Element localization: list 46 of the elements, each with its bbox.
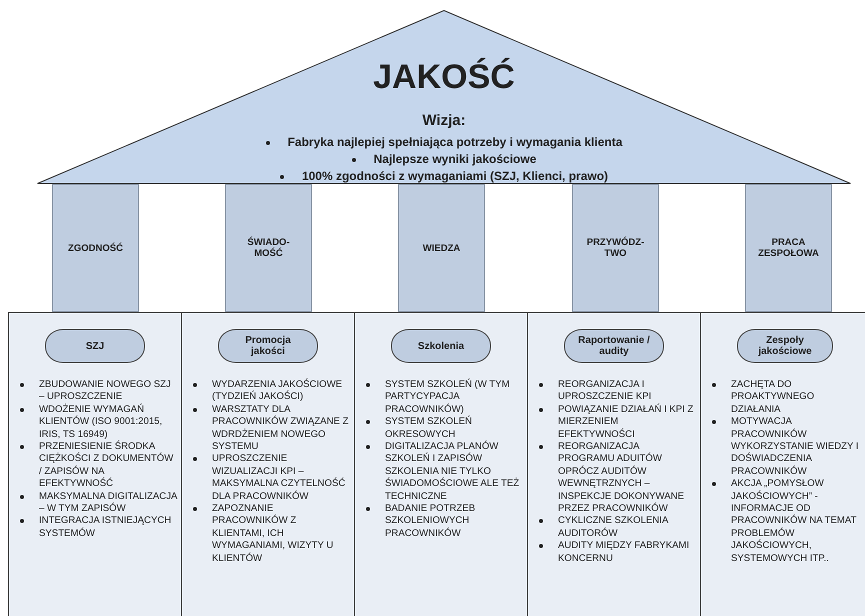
bullet-item: WDOŻENIE WYMAGAŃ KLIENTÓW (ISO 9001:2015, IRIS, TS 16949) (39, 404, 162, 440)
bullet-item: REORGANIZACJA PROGRAMU ADUITÓW OPRÓCZ AUDITÓW WEWNĘTRZNYCH – INSPEKCJE DOKONYWANE PRZEZ PRACOWNIKÓW (558, 441, 684, 514)
bullet-item: Najlepsze wyniki jakościowe (374, 152, 536, 166)
pillar-label: PRZYWÓDZ- TWO (586, 237, 646, 259)
bullet-item: MOTYWACJA PRACOWNIKÓW WYKORZYSTANIE WIEDZY I DOŚWIADCZENIA PRACOWNIKÓW (731, 416, 859, 477)
bullet-item: UPROSZCZENIE WIZUALIZACJI KPI – MAKSYMALNA CZYTELNOŚĆ DLA PRACOWNIKÓW (212, 453, 346, 502)
pillar-label: PRACA ZESPOŁOWA (757, 237, 820, 259)
base-panel (527, 312, 701, 616)
category-pill: Raportowanie / audity (564, 329, 664, 363)
bullet-item: AUDITY MIĘDZY FABRYKAMI KONCERNU (558, 540, 690, 564)
bullet-item: CYKLICZNE SZKOLENIA AUDITORÓW (558, 515, 668, 539)
pillar-label: ŚWIADO- MOŚĆ (246, 237, 291, 259)
bullet-item: DIGITALIZACJA PLANÓW SZKOLEŃ I ZAPISÓW SZKOLENIA NIE TYLKO ŚWIADOMOŚCIOWE ALE TEŻ TECHNICZNE (385, 441, 520, 502)
bullet-item: SYSTEM SZKOLEŃ OKRESOWYCH (385, 416, 472, 440)
bullet-item: INTEGRACJA ISTNIEJĄCYCH SYSTEMÓW (39, 515, 172, 539)
pillar (572, 184, 659, 312)
title-text: JAKOŚĆ (372, 58, 516, 97)
pillar (225, 184, 312, 312)
category-pill: Szkolenia (391, 329, 491, 363)
category-pill: Promocja jakości (218, 329, 318, 363)
bullet-item: WYDARZENIA JAKOŚCIOWE (TYDZIEŃ JAKOŚCI) (212, 379, 342, 402)
pillar-label: WIEDZA (422, 242, 462, 254)
pillar-label: ZGODNOŚĆ (67, 242, 124, 254)
bullet-item: ZBUDOWANIE NOWEGO SZJ – UPROSZCZENIE (39, 379, 171, 402)
bullet-item: REORGANIZACJA I UPROSZCZENIE KPI (558, 379, 652, 402)
bullet-item: PRZENIESIENIE ŚRODKA CIĘŻKOŚCI Z DOKUMENTÓW / ZAPISÓW NA EFEKTYWNOŚĆ (39, 441, 174, 490)
bullet-item: ZAPOZNANIE PRACOWNIKÓW Z KLIENTAMI, ICH WYMAGANIAMI, WIZYTY U KLIENTÓW (212, 503, 334, 564)
bullet-item: WARSZTATY DLA PRACOWNIKÓW ZWIĄZANE Z WDRDŻENIEM NOWEGO SYSTEMU (212, 404, 348, 452)
bullet-item: Fabryka najlepiej spełniająca potrzeby i wymagania klienta (288, 135, 622, 149)
base-panel (8, 312, 182, 616)
base-panel (700, 312, 865, 616)
bullet-item: POWIĄZANIE DZIAŁAŃ I KPI Z MIERZENIEM EFEKTYWNOŚCI (558, 404, 694, 440)
pillar (398, 184, 485, 312)
bullet-item: ZACHĘTA DO PROAKTYWNEGO DZIAŁANIA (731, 379, 814, 415)
pillar (52, 184, 139, 312)
vision-heading: Wizja: (421, 112, 467, 129)
bullet-item: MAKSYMALNA DIGITALIZACJA – W TYM ZAPISÓW (39, 490, 177, 514)
bullet-item: AKCJA „POMYSŁOW JAKOŚCIOWYCH” - INFORMACJE OD PRACOWNIKÓW NA TEMAT PROBLEMÓW JAKOŚCIOWYCH, SYSTEMOWYCH ITP.. (731, 478, 856, 564)
bullet-item: BADANIE POTRZEB SZKOLENIOWYCH PRACOWNIKÓW (385, 503, 476, 539)
bullet-item: SYSTEM SZKOLEŃ (W TYM PARTYCYPACJA PRACOWNIKÓW) (385, 379, 510, 415)
base-panel (181, 312, 355, 616)
bullet-item: 100% zgodności z wymaganiami (SZJ, Klienci, prawo) (302, 169, 608, 183)
base-panel (354, 312, 528, 616)
category-pill: SZJ (45, 329, 145, 363)
category-pill: Zespoły jakościowe (737, 329, 833, 363)
pillar (745, 184, 832, 312)
